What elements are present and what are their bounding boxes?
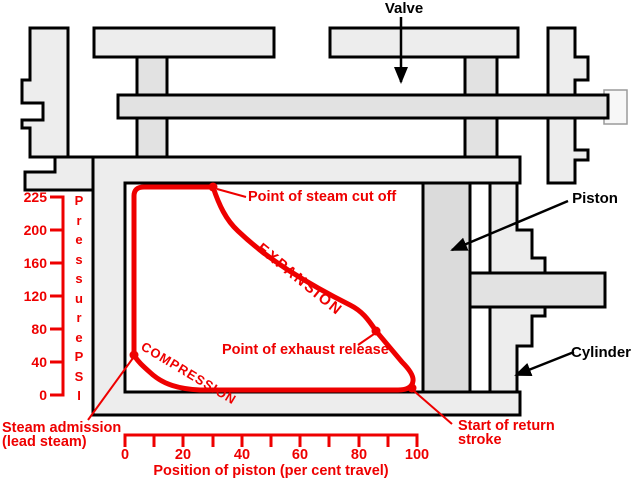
expansion-label: EXPANSION: [253, 240, 345, 319]
return-stroke-point: [407, 383, 417, 393]
position-tick-label: 80: [351, 447, 367, 463]
steam-admission-label-line2: (lead steam): [2, 434, 87, 450]
pressure-title-char: P: [75, 349, 84, 364]
part-callouts: Valve Piston Cylinder: [385, 0, 631, 377]
position-axis: 0 20 40 60 80 100 Position of piston (pe…: [121, 433, 429, 479]
cylinder-body: [91, 155, 522, 417]
steam-admission-label-line1: Steam admission: [2, 420, 121, 436]
pressure-title-char: P: [75, 193, 84, 208]
pressure-title-char: I: [77, 388, 81, 403]
pressure-tick-label: 200: [24, 222, 48, 238]
admission-leader-line: [87, 357, 134, 421]
exhaust-release-label: Point of exhaust release: [222, 342, 389, 358]
pressure-tick-label: 120: [24, 288, 48, 304]
pressure-title-char: s: [75, 271, 82, 286]
cylinder-head-lower: [488, 305, 547, 394]
pressure-tick-label: 40: [31, 354, 47, 370]
pressure-title-char: r: [76, 213, 81, 228]
pressure-title-char: S: [75, 369, 84, 384]
left-frame-bracket: [20, 26, 70, 159]
valve-label: Valve: [385, 0, 423, 17]
engine-schematic: [20, 26, 628, 417]
position-tick-label: 0: [121, 447, 129, 463]
pressure-tick-label: 160: [24, 255, 48, 271]
return-leader-line: [413, 390, 453, 425]
pressure-tick-label: 80: [31, 321, 47, 337]
pressure-title-char: e: [75, 330, 82, 345]
left-valve-cover-plate: [92, 26, 276, 59]
steam-cut-off-point: [208, 182, 218, 192]
pressure-axis-line: [50, 195, 65, 397]
cylinder-label: Cylinder: [571, 344, 631, 361]
piston-label: Piston: [572, 190, 618, 207]
steam-admission-point: [129, 350, 139, 360]
cylinder-head-upper: [488, 181, 547, 275]
pressure-tick-label: 225: [24, 189, 48, 205]
piston-block: [421, 181, 472, 394]
return-stroke-label-line2: stroke: [458, 432, 502, 448]
pressure-title-char: r: [76, 310, 81, 325]
pressure-tick-label: 0: [39, 387, 47, 403]
exhaust-leader-line: [357, 333, 375, 346]
piston-arrow: [450, 199, 569, 252]
pressure-title-char: u: [75, 291, 83, 306]
pressure-axis: 225 200 160 120 80 40 0 P r e s s u r e …: [24, 189, 84, 403]
position-tick-label: 20: [175, 447, 191, 463]
piston-rod: [468, 271, 607, 309]
left-frame-foot: [23, 155, 99, 192]
position-tick-label: 40: [234, 447, 250, 463]
position-tick-label: 60: [292, 447, 308, 463]
return-stroke-label-line1: Start of return: [458, 418, 555, 434]
position-axis-title: Position of piston (per cent travel): [153, 463, 388, 479]
position-axis-line: [123, 433, 419, 447]
pressure-title-char: s: [75, 252, 82, 267]
valve-rod: [116, 93, 610, 120]
exhaust-release-point: [371, 326, 381, 336]
cut-off-leader-line: [216, 188, 247, 198]
right-valve-cover-plate: [328, 26, 520, 59]
indicator-loop-curve: [131, 184, 416, 393]
position-tick-label: 100: [405, 447, 429, 463]
cylinder-arrow: [514, 350, 575, 377]
pressure-axis-title: P r e s s u r e P S I: [75, 193, 84, 403]
steam-cut-off-label: Point of steam cut off: [248, 189, 396, 205]
pressure-title-char: e: [75, 232, 82, 247]
